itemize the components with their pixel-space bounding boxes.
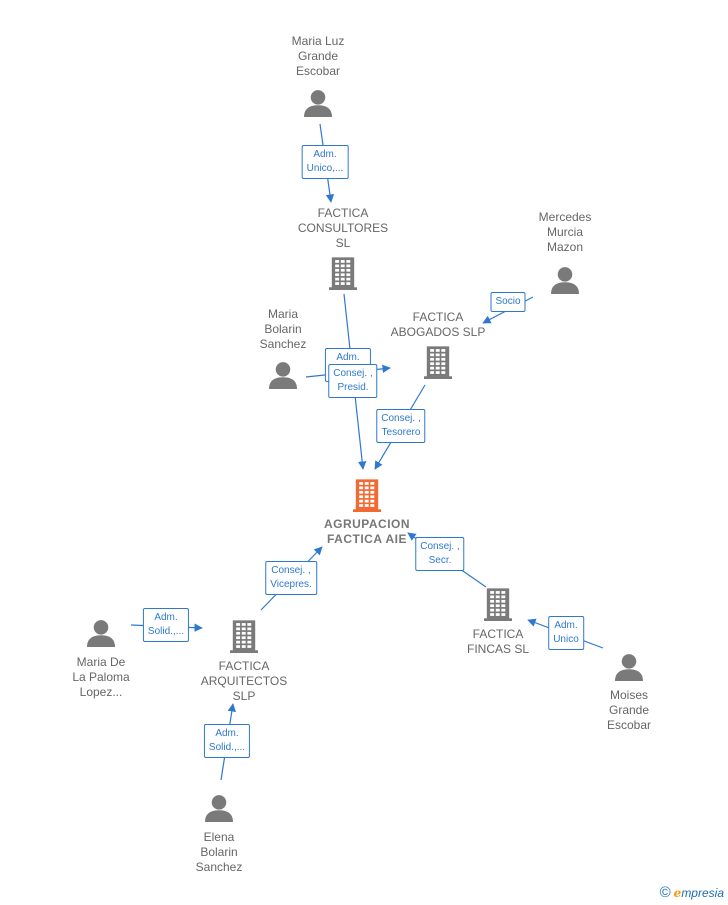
- node-name-center[interactable]: AGRUPACION FACTICA AIE: [323, 517, 411, 546]
- building-icon-consultores[interactable]: [329, 256, 357, 295]
- node-name-mlge[interactable]: Maria Luz Grande Escobar: [291, 34, 345, 78]
- edge-label-mge-to-fincas[interactable]: Adm. Unico: [548, 616, 584, 650]
- edge-label-consultores-to-center[interactable]: Consej. , Presid.: [328, 364, 378, 398]
- edge-label-mmm-to-abogados[interactable]: Socio: [490, 292, 526, 312]
- building-icon-center[interactable]: [353, 478, 381, 517]
- node-name-mge[interactable]: Moises Grande Escobar: [606, 688, 652, 732]
- edge-label-fincas-to-center[interactable]: Consej. , Secr.: [415, 537, 465, 571]
- node-name-consultores[interactable]: FACTICA CONSULTORES SL: [297, 206, 389, 250]
- edge-label-abogados-to-center[interactable]: Consej. , Tesorero: [376, 409, 426, 443]
- edge-label-mdlpl-to-arquitectos[interactable]: Adm. Solid.,...: [142, 608, 190, 642]
- edge-label-arquitectos-to-center[interactable]: Consej. , Vicepres.: [265, 561, 317, 595]
- person-icon-mdlpl[interactable]: [87, 619, 115, 652]
- person-icon-ebs[interactable]: [205, 794, 233, 827]
- building-icon-fincas[interactable]: [484, 587, 512, 626]
- edge-label-mlge-to-consultores[interactable]: Adm. Unico,...: [301, 145, 349, 179]
- brand-logo-letter: e: [673, 886, 682, 900]
- node-name-abogados[interactable]: FACTICA ABOGADOS SLP: [390, 310, 486, 339]
- person-icon-mlge[interactable]: [304, 89, 332, 122]
- person-icon-mge[interactable]: [615, 653, 643, 686]
- building-icon-abogados[interactable]: [424, 345, 452, 384]
- person-icon-mmm[interactable]: [551, 266, 579, 299]
- node-name-mmm[interactable]: Mercedes Murcia Mazon: [538, 210, 592, 254]
- brand-name: mpresia: [681, 886, 724, 900]
- node-name-arquitectos[interactable]: FACTICA ARQUITECTOS SLP: [200, 659, 288, 703]
- node-name-mdlpl[interactable]: Maria De La Paloma Lopez...: [72, 655, 130, 699]
- footer-brand[interactable]: ©empresia: [660, 884, 724, 901]
- node-name-fincas[interactable]: FACTICA FINCAS SL: [466, 627, 529, 656]
- node-name-mbs[interactable]: Maria Bolarin Sanchez: [259, 307, 307, 351]
- node-name-ebs[interactable]: Elena Bolarin Sanchez: [195, 830, 243, 874]
- copyright-icon: ©: [659, 884, 671, 901]
- building-icon-arquitectos[interactable]: [230, 619, 258, 658]
- edge-label-ebs-to-arquitectos[interactable]: Adm. Solid.,...: [203, 724, 251, 758]
- person-icon-mbs[interactable]: [269, 361, 297, 394]
